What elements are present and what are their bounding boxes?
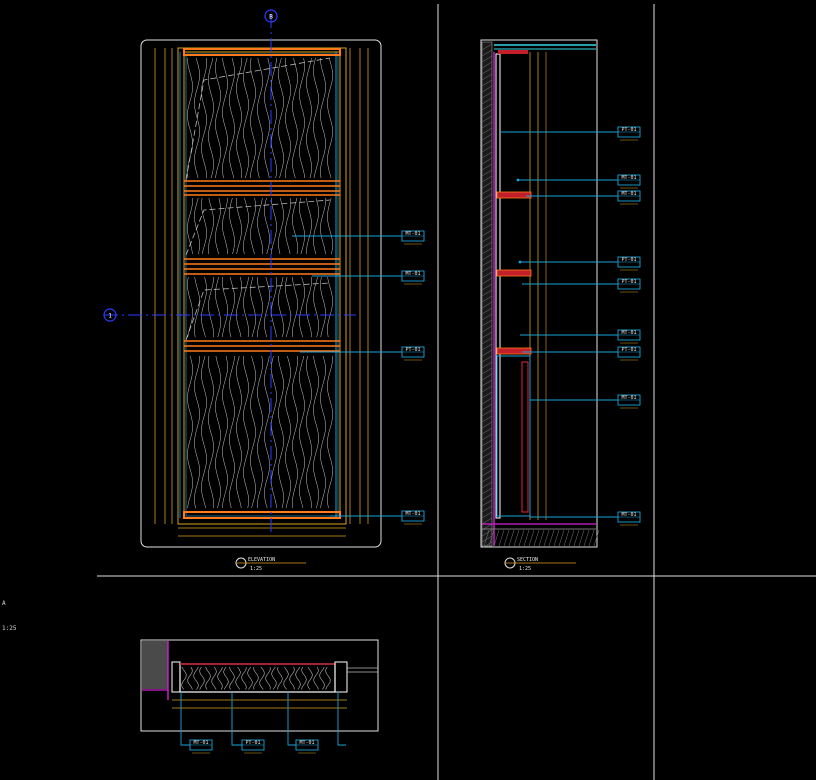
callout-tag: MT-01	[617, 174, 641, 189]
section-view: SECTION 1:25	[480, 39, 618, 572]
callout-code: PT-01	[621, 279, 636, 285]
sheet-grid-lines	[97, 4, 816, 780]
callout-tags: MT-01MT-01PT-01MT-01PT-01MT-01MT-01PT-01…	[189, 126, 641, 754]
callout-code: PT-01	[405, 347, 420, 353]
elevation-view: B 1 ELEVATION 1:25	[103, 9, 402, 572]
shelf-bands	[184, 180, 340, 352]
callout-tag: PT-01	[617, 346, 641, 361]
callout-tag: MT-01	[617, 394, 641, 409]
callout-code: PT-01	[245, 740, 260, 746]
callout-tag: PT-01	[617, 256, 641, 271]
callout-code: MT-01	[405, 271, 420, 277]
section-title: SECTION	[517, 557, 538, 563]
callout-tag: PT-01	[617, 278, 641, 293]
callout-code: MT-01	[405, 511, 420, 517]
side-note-scale: 1:25	[2, 625, 17, 632]
callout-tag: PT-01	[401, 346, 425, 361]
callout-tag: MT-01	[295, 739, 319, 754]
callout-code: PT-01	[621, 257, 636, 263]
plan-wood-hatch	[181, 666, 331, 690]
callout-tag: MT-01	[617, 329, 641, 344]
side-note-a: A	[2, 600, 6, 607]
plan-view	[140, 639, 379, 746]
callout-code: PT-01	[621, 347, 636, 353]
callout-tag: MT-01	[189, 739, 213, 754]
callout-code: MT-01	[621, 395, 636, 401]
callout-tag: PT-01	[241, 739, 265, 754]
callout-code: MT-01	[405, 231, 420, 237]
elevation-scale: 1:25	[250, 566, 262, 572]
floor-hatch	[483, 529, 600, 547]
callout-tag: MT-01	[401, 270, 425, 285]
callout-code: PT-01	[621, 127, 636, 133]
callout-code: MT-01	[621, 330, 636, 336]
callout-tag: MT-01	[401, 230, 425, 245]
callout-code: MT-01	[621, 191, 636, 197]
callout-code: MT-01	[193, 740, 208, 746]
callout-tag: PT-01	[617, 126, 641, 141]
wall-hatch	[481, 43, 493, 549]
callout-code: MT-01	[621, 175, 636, 181]
callout-code: MT-01	[621, 512, 636, 518]
section-scale: 1:25	[519, 566, 531, 572]
elevation-title: ELEVATION	[248, 557, 275, 563]
grid-marker-top: B	[269, 14, 273, 21]
callout-code: MT-01	[299, 740, 314, 746]
callout-tag: MT-01	[617, 190, 641, 205]
callout-tag: MT-01	[617, 511, 641, 526]
grid-marker-left: 1	[108, 313, 112, 320]
callout-tag: MT-01	[401, 510, 425, 525]
